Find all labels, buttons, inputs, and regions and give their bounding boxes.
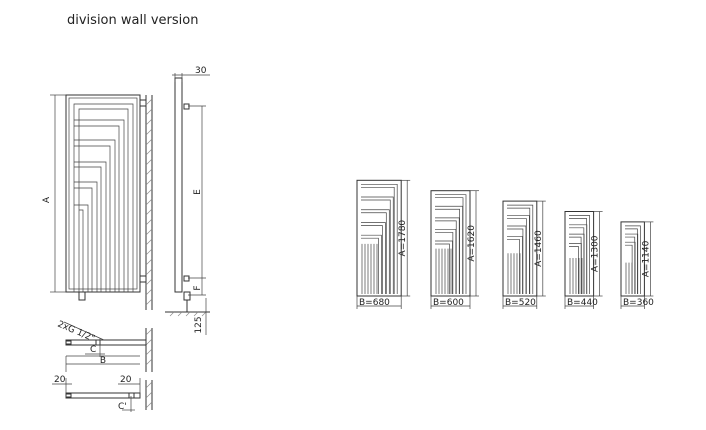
dim-C-label: C xyxy=(90,345,96,355)
variant-height-label: A=1300 xyxy=(591,235,601,272)
variant-width-label: B=360 xyxy=(623,298,654,308)
front-view-frame xyxy=(65,94,141,293)
variant-height-label: A=1460 xyxy=(534,230,544,267)
variant-frame xyxy=(356,179,402,297)
front-view: A xyxy=(42,94,153,310)
variant-width-label: B=440 xyxy=(567,298,598,308)
dim-B-label: B xyxy=(100,356,106,366)
variant-frame xyxy=(564,211,595,297)
wall-bracket-bottom xyxy=(139,275,147,283)
top-view-2: 20 20 C' xyxy=(52,375,153,412)
dim-20-left-label: 20 xyxy=(54,375,66,385)
variant-frame xyxy=(620,221,645,297)
variant-width-label: B=600 xyxy=(433,298,464,308)
dim-F-label: F xyxy=(193,285,203,290)
valve xyxy=(78,291,86,301)
wall-bracket-top xyxy=(139,99,147,107)
variant-frame xyxy=(430,190,471,297)
side-view-profile xyxy=(174,77,183,293)
dim-20-right-label: 20 xyxy=(120,375,132,385)
dim-C-prime-label: C' xyxy=(118,402,127,412)
side-view: 30 E F 125 xyxy=(165,66,210,335)
dim-E-label: E xyxy=(193,189,203,195)
variant-height-label: A=1780 xyxy=(398,220,408,257)
variant-height-label: A=1140 xyxy=(641,240,651,277)
connection-label: 2xG 1/2" xyxy=(56,320,96,345)
dim-30-label: 30 xyxy=(195,66,207,76)
variant-width-label: B=520 xyxy=(505,298,536,308)
top-view-1: B C 2xG 1/2" xyxy=(56,320,153,372)
dim-A-label: A xyxy=(42,196,52,203)
variant-width-label: B=680 xyxy=(359,298,390,308)
dim-125-label: 125 xyxy=(194,316,204,333)
variant-height-label: A=1620 xyxy=(467,225,477,262)
page-title: division wall version xyxy=(67,13,199,28)
variant-frame xyxy=(502,200,538,297)
